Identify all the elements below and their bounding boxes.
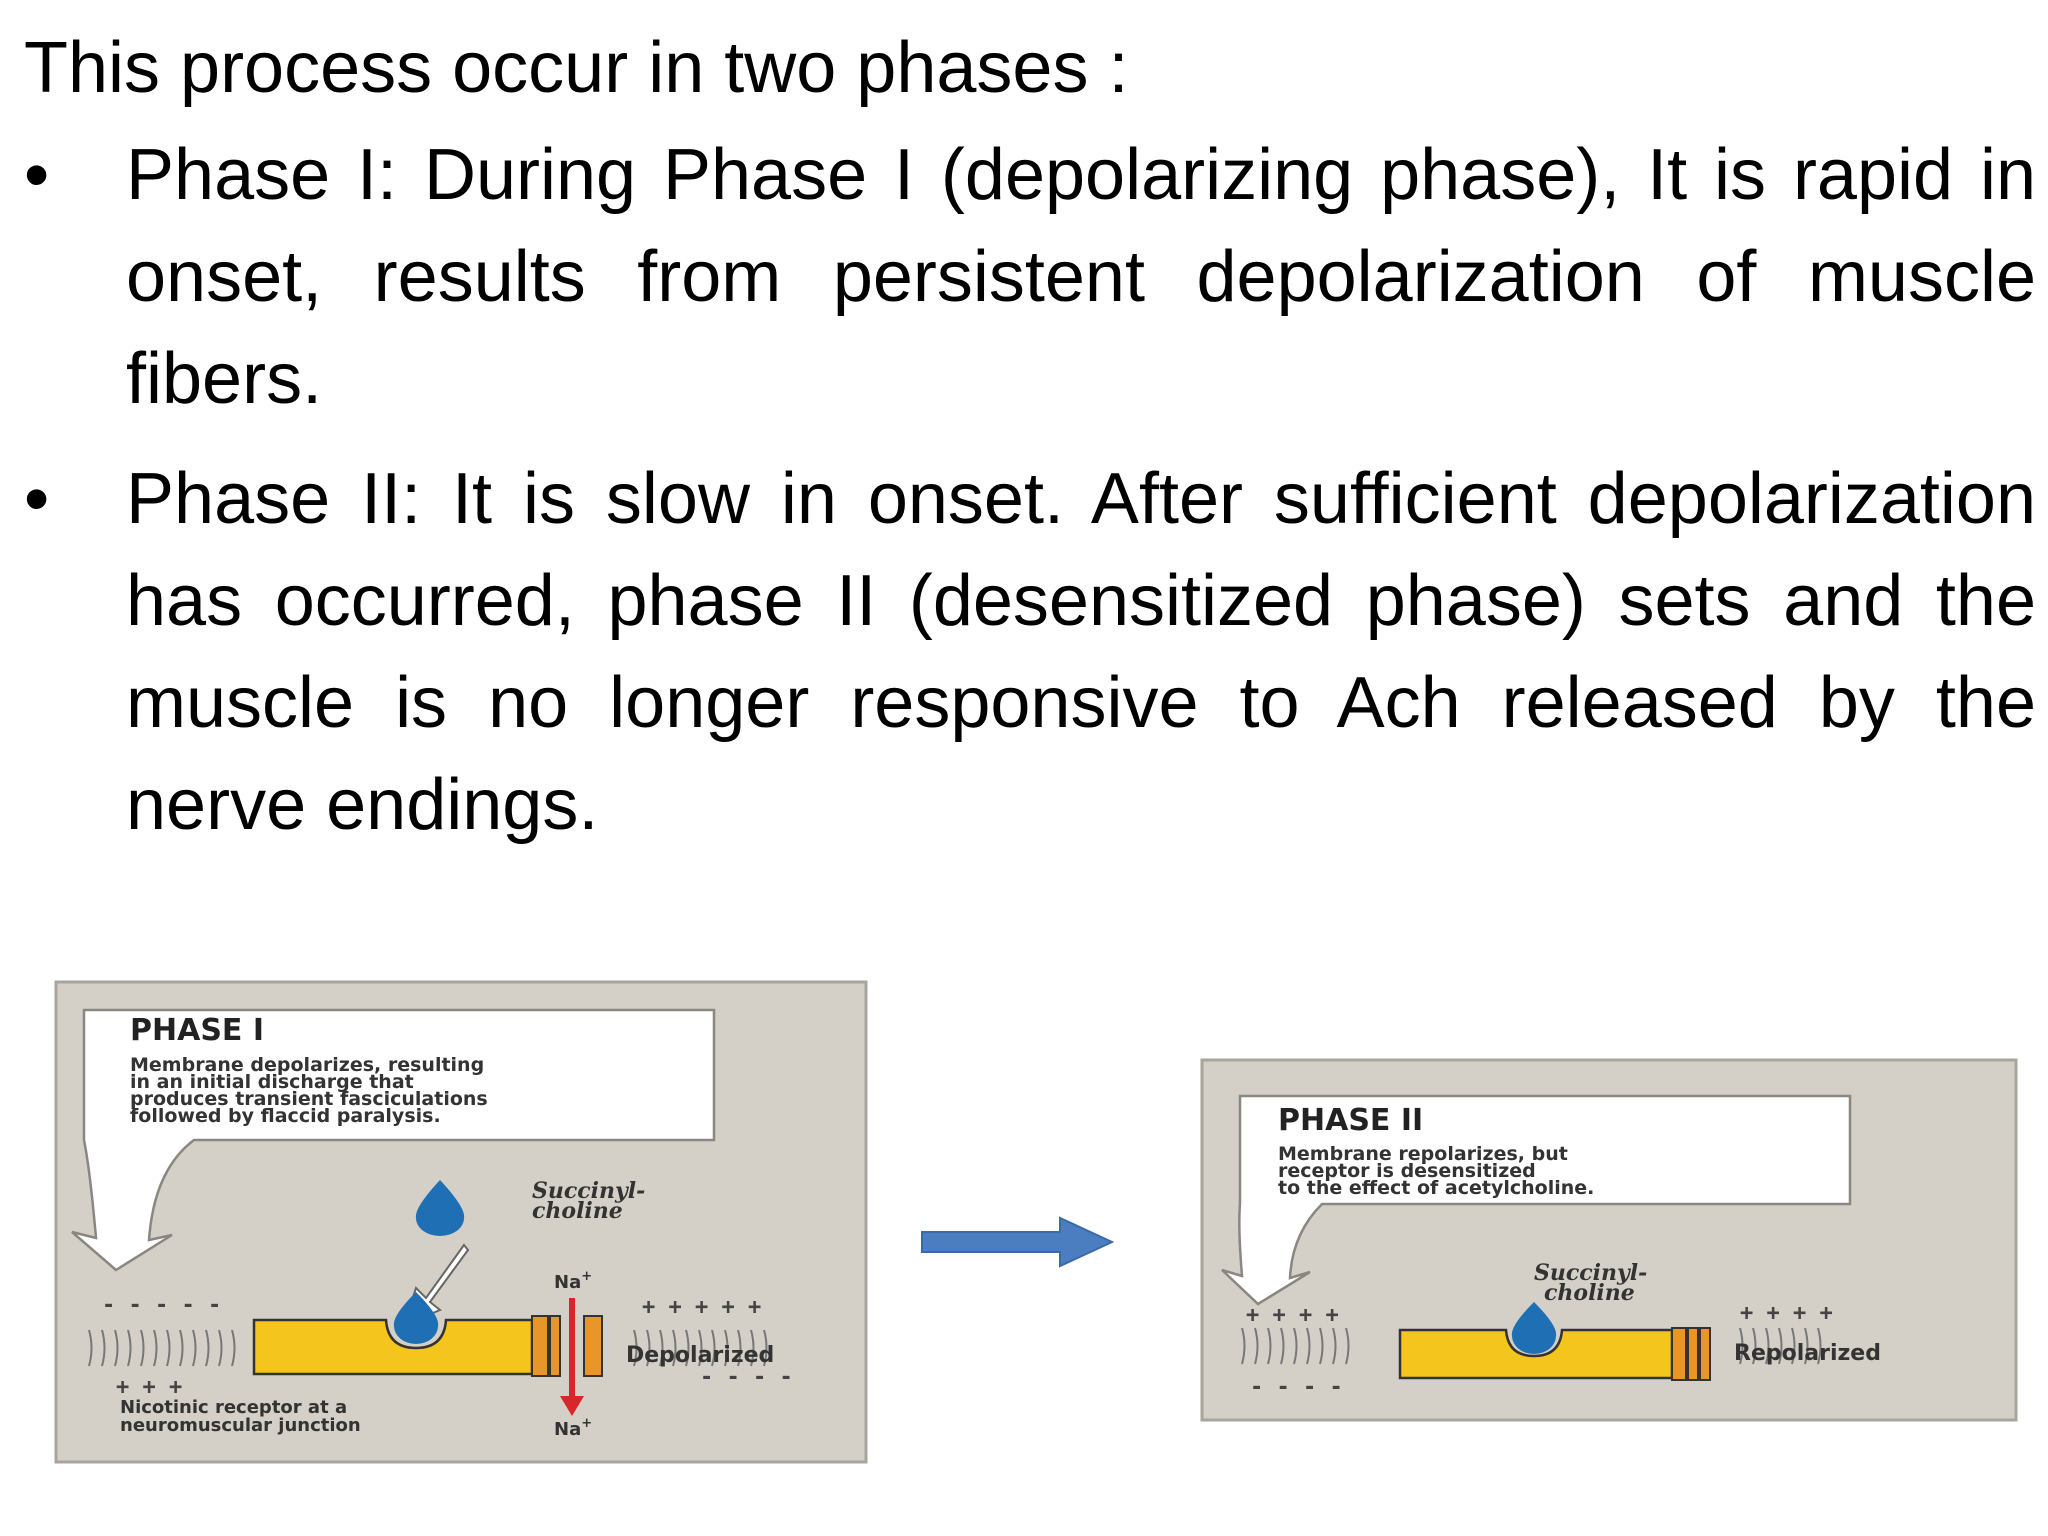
phase-1-desc-line-2: in an initial discharge that — [130, 1071, 414, 1093]
closed-channel-mid — [1687, 1327, 1699, 1381]
phase-1-charges-bottom-left: + + + — [116, 1375, 182, 1400]
phase-2-desc-line-3: to the effect of acetylcholine. — [1278, 1177, 1594, 1199]
phase-1-drug-label-line-2: choline — [532, 1198, 623, 1224]
ion-channel-right — [583, 1315, 603, 1377]
phase-2-title: PHASE II — [1278, 1103, 1423, 1138]
ion-channel-left — [531, 1315, 549, 1377]
desensitized-receptor — [1398, 1328, 1674, 1380]
bullet-marker: • — [24, 135, 50, 215]
bullet-marker: • — [24, 459, 50, 539]
phase-1-callout — [71, 1008, 716, 1272]
ion-channel-mid — [549, 1315, 561, 1377]
nicotinic-receptor — [252, 1318, 534, 1376]
phase-2-state-label: Repolarized — [1734, 1341, 1881, 1366]
sodium-arrow-head-icon — [560, 1396, 584, 1416]
succinylcholine-molecule-icon — [415, 1180, 465, 1236]
bullet-phase-2: • Phase II: It is slow in onset. After s… — [24, 448, 2036, 856]
phase-1-title: PHASE I — [130, 1013, 264, 1048]
phase-1-charges-bottom-right: - - - - — [700, 1365, 793, 1390]
slide-text: This process occur in two phases : • Pha… — [24, 18, 2036, 874]
phase-1-desc-line-4: followed by flaccid paralysis. — [130, 1105, 441, 1127]
receptor-caption-line-2: neuromuscular junction — [120, 1415, 361, 1436]
phase-1-membrane — [88, 1329, 768, 1367]
sodium-bottom-label: Na+ — [554, 1416, 592, 1440]
receptor-caption-line-1: Nicotinic receptor at a — [120, 1397, 347, 1418]
slide-heading: This process occur in two phases : — [24, 28, 1129, 108]
phase-2-callout — [1221, 1094, 1852, 1306]
phase-2-drug-label-line-2: choline — [1544, 1280, 1635, 1306]
closed-channel-left — [1671, 1327, 1687, 1381]
phase-2-desc-line-1: Membrane repolarizes, but — [1278, 1143, 1568, 1165]
phase-2-membrane — [1241, 1327, 1822, 1365]
phase-2-drug-label-line-1: Succinyl- — [1534, 1260, 1647, 1286]
closed-channel-right — [1699, 1327, 1711, 1381]
bound-succinylcholine-icon — [393, 1292, 439, 1344]
phase-1-diagram: PHASE I Membrane depolarizes, resulting … — [54, 980, 868, 1464]
transition-arrow-icon — [921, 1216, 1115, 1268]
phase-1-desc-line-3: produces transient fasciculations — [130, 1088, 488, 1110]
phase-1-charges-top-right: + + + + + — [642, 1295, 761, 1320]
phase-2-charges-top-right: + + + + — [1740, 1301, 1833, 1326]
phase-2-charges-bottom-left: - - - - — [1250, 1375, 1343, 1400]
phase-1-charges-top-left: - - - - - — [102, 1293, 221, 1318]
phase-1-state-label: Depolarized — [626, 1343, 774, 1368]
phase-1-drug-label-line-1: Succinyl- — [532, 1178, 645, 1204]
sodium-top-label: Na+ — [554, 1269, 592, 1293]
phase-2-charges-top-left: + + + + — [1246, 1303, 1339, 1328]
bullet-phase-1: • Phase I: During Phase I (depolarizing … — [24, 124, 2036, 430]
phase-1-desc-line-1: Membrane depolarizes, resulting — [130, 1054, 484, 1076]
bullet-phase-1-text: Phase I: During Phase I (depolarizing ph… — [126, 135, 2036, 419]
phase-2-desc-line-2: receptor is desensitized — [1278, 1160, 1536, 1182]
bound-succinylcholine-icon — [1511, 1302, 1557, 1354]
phase-2-diagram: PHASE II Membrane repolarizes, but recep… — [1200, 1058, 2018, 1422]
bullet-phase-2-text: Phase II: It is slow in onset. After suf… — [126, 459, 2036, 845]
